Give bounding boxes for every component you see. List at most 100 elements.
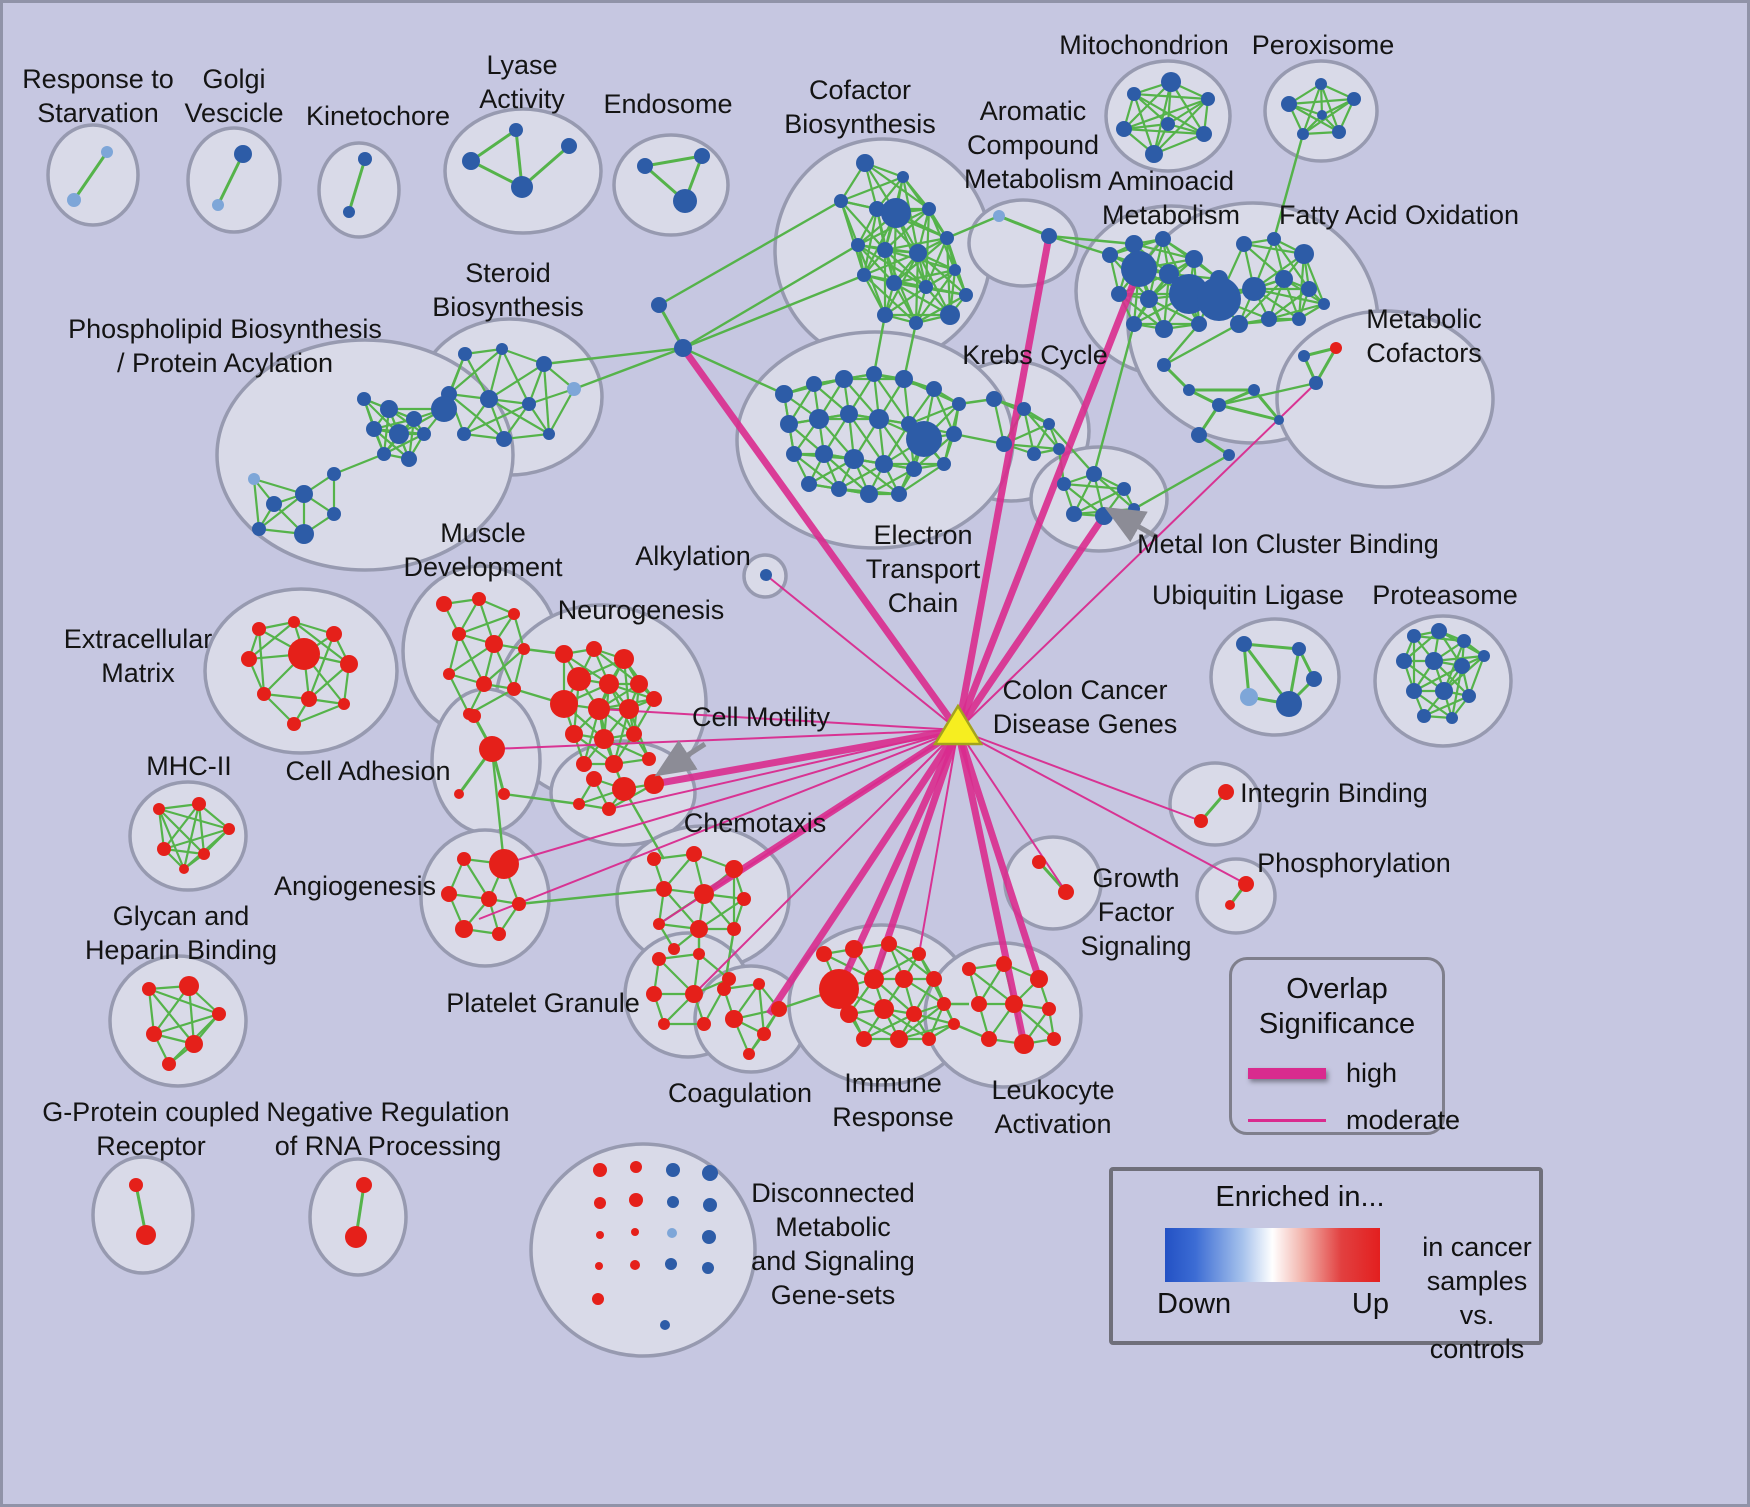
gene-set-node[interactable] xyxy=(550,690,578,718)
gene-set-node[interactable] xyxy=(1140,290,1158,308)
gene-set-node[interactable] xyxy=(637,158,653,174)
gene-set-node[interactable] xyxy=(996,956,1012,972)
gene-set-node[interactable] xyxy=(895,970,913,988)
gene-set-node[interactable] xyxy=(660,1320,670,1330)
gene-set-node[interactable] xyxy=(1306,671,1322,687)
gene-set-node[interactable] xyxy=(417,427,431,441)
gene-set-node[interactable] xyxy=(462,152,480,170)
gene-set-node[interactable] xyxy=(922,1032,936,1046)
gene-set-node[interactable] xyxy=(356,1177,372,1193)
gene-set-node[interactable] xyxy=(1111,286,1127,302)
gene-set-node[interactable] xyxy=(926,381,942,397)
gene-set-node[interactable] xyxy=(223,823,235,835)
gene-set-node[interactable] xyxy=(380,400,398,418)
gene-set-node[interactable] xyxy=(142,982,156,996)
gene-set-node[interactable] xyxy=(962,962,976,976)
gene-set-node[interactable] xyxy=(1318,298,1330,310)
gene-set-node[interactable] xyxy=(1041,228,1057,244)
gene-set-node[interactable] xyxy=(693,948,705,960)
gene-set-node[interactable] xyxy=(1121,251,1157,287)
gene-set-node[interactable] xyxy=(653,918,665,930)
gene-set-node[interactable] xyxy=(666,1163,680,1177)
gene-set-node[interactable] xyxy=(481,891,497,907)
gene-set-node[interactable] xyxy=(809,409,829,429)
gene-set-node[interactable] xyxy=(877,242,893,258)
gene-set-node[interactable] xyxy=(338,698,350,710)
gene-set-node[interactable] xyxy=(856,1031,872,1047)
gene-set-node[interactable] xyxy=(1057,477,1071,491)
gene-set-node[interactable] xyxy=(594,1197,606,1209)
gene-set-node[interactable] xyxy=(760,569,772,581)
gene-set-node[interactable] xyxy=(157,842,171,856)
gene-set-node[interactable] xyxy=(406,411,422,427)
gene-set-node[interactable] xyxy=(326,626,342,642)
gene-set-node[interactable] xyxy=(594,729,614,749)
gene-set-node[interactable] xyxy=(1117,482,1131,496)
gene-set-node[interactable] xyxy=(1053,443,1065,455)
gene-set-node[interactable] xyxy=(725,1010,743,1028)
gene-set-node[interactable] xyxy=(507,682,521,696)
gene-set-node[interactable] xyxy=(565,725,583,743)
gene-set-node[interactable] xyxy=(377,447,391,461)
gene-set-node[interactable] xyxy=(479,736,505,762)
gene-set-node[interactable] xyxy=(630,1260,640,1270)
gene-set-node[interactable] xyxy=(906,1006,922,1022)
gene-set-node[interactable] xyxy=(801,476,817,492)
gene-set-node[interactable] xyxy=(948,1018,960,1030)
gene-set-node[interactable] xyxy=(288,616,300,628)
gene-set-node[interactable] xyxy=(1005,995,1023,1013)
gene-set-node[interactable] xyxy=(686,846,702,862)
gene-set-node[interactable] xyxy=(467,709,481,723)
gene-set-node[interactable] xyxy=(441,886,457,902)
gene-set-node[interactable] xyxy=(694,884,714,904)
gene-set-node[interactable] xyxy=(1014,1034,1034,1054)
gene-set-node[interactable] xyxy=(971,996,987,1012)
gene-set-node[interactable] xyxy=(857,268,871,282)
gene-set-node[interactable] xyxy=(626,726,642,742)
gene-set-node[interactable] xyxy=(816,946,832,962)
gene-set-node[interactable] xyxy=(476,676,492,692)
gene-set-node[interactable] xyxy=(629,1193,643,1207)
gene-set-node[interactable] xyxy=(1317,110,1327,120)
gene-set-node[interactable] xyxy=(940,305,960,325)
gene-set-node[interactable] xyxy=(891,486,907,502)
gene-set-node[interactable] xyxy=(1128,503,1140,515)
gene-set-node[interactable] xyxy=(327,507,341,521)
gene-set-node[interactable] xyxy=(1298,350,1310,362)
gene-set-node[interactable] xyxy=(834,194,848,208)
gene-set-node[interactable] xyxy=(1027,447,1041,461)
gene-set-node[interactable] xyxy=(844,449,864,469)
gene-set-node[interactable] xyxy=(685,985,703,1003)
gene-set-node[interactable] xyxy=(1095,507,1113,525)
gene-set-node[interactable] xyxy=(1223,449,1235,461)
gene-set-node[interactable] xyxy=(1183,384,1195,396)
gene-set-node[interactable] xyxy=(981,1031,997,1047)
gene-set-node[interactable] xyxy=(153,803,165,815)
gene-set-node[interactable] xyxy=(1145,145,1163,163)
gene-set-node[interactable] xyxy=(1196,126,1212,142)
gene-set-node[interactable] xyxy=(875,455,893,473)
gene-set-node[interactable] xyxy=(806,376,822,392)
gene-set-node[interactable] xyxy=(509,123,523,137)
gene-set-node[interactable] xyxy=(771,1001,787,1017)
gene-set-node[interactable] xyxy=(674,339,692,357)
gene-set-node[interactable] xyxy=(561,138,577,154)
gene-set-node[interactable] xyxy=(644,774,664,794)
gene-set-node[interactable] xyxy=(940,231,954,245)
gene-set-node[interactable] xyxy=(909,244,927,262)
gene-set-node[interactable] xyxy=(869,409,889,429)
gene-set-node[interactable] xyxy=(511,176,533,198)
gene-set-node[interactable] xyxy=(906,461,922,477)
gene-set-node[interactable] xyxy=(881,198,911,228)
gene-set-node[interactable] xyxy=(1058,884,1074,900)
gene-set-node[interactable] xyxy=(343,206,355,218)
gene-set-node[interactable] xyxy=(619,699,639,719)
gene-set-node[interactable] xyxy=(431,396,457,422)
gene-set-node[interactable] xyxy=(1267,232,1281,246)
gene-set-node[interactable] xyxy=(1116,121,1132,137)
gene-set-node[interactable] xyxy=(874,999,894,1019)
gene-set-node[interactable] xyxy=(1155,231,1171,247)
gene-set-node[interactable] xyxy=(67,193,81,207)
gene-set-node[interactable] xyxy=(658,1018,670,1030)
gene-set-node[interactable] xyxy=(667,1228,677,1238)
